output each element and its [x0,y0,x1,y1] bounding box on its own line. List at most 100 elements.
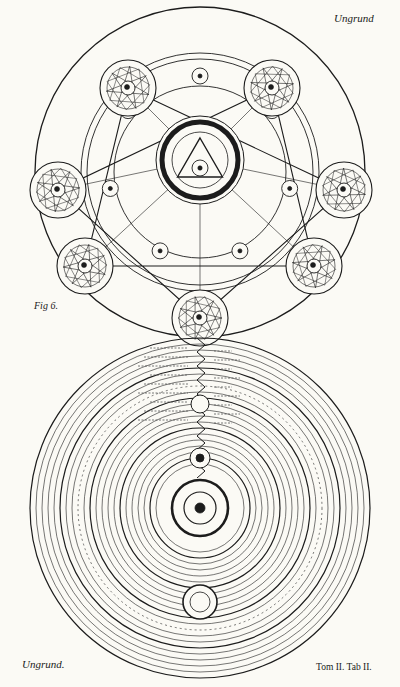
planet-ring [323,169,365,211]
plate-label: Fig 6. [34,300,58,311]
planet-core [121,81,135,95]
planet-core [51,183,65,197]
planet-star [250,66,293,108]
planet-ring [293,245,335,287]
planet-circle [244,60,300,116]
central-body [184,492,216,524]
centre-ring [156,116,244,204]
centre-eye [192,160,208,176]
centre-heavy-ring [162,122,238,198]
sphere-ring [144,452,256,564]
fine-script [214,396,240,397]
fine-script [214,360,240,361]
outer-circle [35,7,365,337]
sphere-ring [30,338,370,678]
planet-star [106,66,149,108]
sphere-ring [150,458,250,558]
sphere-ring [60,368,340,648]
fine-script [138,366,188,367]
plate-label: Ungrund [334,12,374,24]
sphere-ring [36,344,364,672]
sphere-ring [96,404,304,612]
orbit-dot [196,454,204,462]
centre-inner-ring [172,132,228,188]
fine-script [144,411,188,412]
sphere-ring [108,416,292,600]
lower-figure [30,338,370,678]
fine-script [144,384,188,385]
planet-ring [179,297,221,339]
planet-dot [125,85,130,90]
planet-core [193,311,207,325]
fine-script [150,375,188,376]
inner-node-circle [282,180,298,196]
fine-script [214,378,240,379]
fine-script [138,420,188,421]
planet-star [292,246,335,288]
planet-star [322,170,365,212]
sphere-ring [120,428,280,588]
fine-script [150,402,188,403]
inner-node-circle [232,243,248,259]
lower-body-ring [190,592,210,612]
planet-circle [57,238,113,294]
inner-node-circle [192,68,208,84]
upper-figure [30,7,372,346]
orbit-body [191,395,209,413]
planet-star [178,297,220,340]
sphere-ring [102,410,298,606]
sphere-ring [42,350,358,666]
planet-dot [197,315,202,320]
fine-script [214,387,232,388]
planet-core [307,259,321,273]
fine-script [144,357,188,358]
planet-dot [341,187,346,192]
planet-ring [107,67,149,109]
planet-dot [311,263,316,268]
sphere-ring [66,374,334,642]
planet-dot [55,187,60,192]
planet-dot [82,263,87,268]
plate-label: Ungrund. [22,658,64,670]
sphere-ring [132,440,268,576]
planet-ring [251,67,293,109]
inner-node-dot [288,186,292,190]
inner-node-dot [158,249,162,253]
sphere-ring [138,446,262,570]
sphere-ring [48,356,352,660]
centre-dot [198,166,202,170]
fine-script [214,423,232,424]
planet-ring [37,169,79,211]
inner-node-circle [152,243,168,259]
lower-body [183,585,217,619]
centre-triangle [177,138,222,177]
inner-node-dot [238,249,242,253]
planet-circle [100,60,156,116]
fine-script [138,393,188,394]
planet-star [36,168,79,211]
planet-core [337,183,351,197]
planet-star [37,169,80,212]
central-dot [195,503,205,513]
planet-circle [316,162,372,218]
planet-ring [64,245,106,287]
planet-core [78,259,92,273]
orbit-body [190,448,210,468]
sphere-ring [114,422,286,594]
planet-star [65,245,107,288]
planet-circle [286,238,342,294]
planet-star [293,244,336,286]
sphere-ring [90,398,310,618]
central-body-ring [172,480,228,536]
sphere-ring [126,434,274,582]
inner-node-dot [108,186,112,190]
planet-core [265,81,279,95]
fine-script [214,351,232,352]
planet-circle [30,162,86,218]
sphere-ring [54,362,346,654]
planet-star [107,67,150,109]
fine-script [214,414,240,415]
fine-script [150,348,188,349]
heptagram-lines [58,88,344,318]
